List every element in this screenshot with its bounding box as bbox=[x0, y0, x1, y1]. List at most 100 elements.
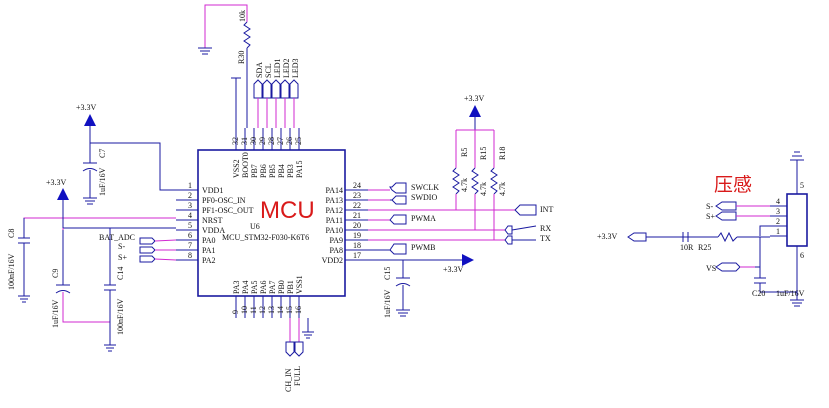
power-arrow-icon bbox=[84, 114, 96, 126]
pin-28-num: 28 bbox=[267, 137, 276, 145]
mcu-bottom-pin-nums: 9 10 11 12 13 14 15 16 bbox=[231, 306, 303, 314]
pin-15-name: PB1 bbox=[286, 280, 295, 294]
pin-21-name: PA11 bbox=[326, 216, 343, 225]
pin-11-name: PA5 bbox=[250, 281, 259, 295]
pin-4-name: NRST bbox=[202, 216, 223, 225]
pressure-sensor: 5 6 4 3 2 1 S- S+ bbox=[706, 151, 808, 270]
net-scl: SCL bbox=[264, 63, 273, 78]
power-label-3: +3.3V bbox=[464, 94, 485, 103]
pin-31-num: 31 bbox=[240, 137, 249, 145]
c15-value: 1uF/16V bbox=[383, 289, 392, 318]
pin-14-name: PB0 bbox=[277, 280, 286, 294]
r30-ref: R30 bbox=[237, 51, 246, 64]
power-label-2: +3.3V bbox=[46, 178, 67, 187]
pin-30-num: 30 bbox=[249, 137, 258, 145]
power-label-4: +3.3V bbox=[443, 265, 464, 274]
power-label-1: +3.3V bbox=[76, 103, 97, 112]
pin-28-name: PB5 bbox=[268, 164, 277, 178]
net-led1: LED1 bbox=[273, 58, 282, 78]
mcu-left-pin-names: VDD1 PF0-OSC_IN PF1-OSC_OUT NRST VDDA PA… bbox=[202, 186, 254, 265]
pin-11-num: 11 bbox=[249, 306, 258, 314]
sensor-pin-6: 6 bbox=[800, 251, 804, 260]
sensor-s-minus: S- bbox=[706, 202, 713, 211]
c7-ref: C7 bbox=[98, 149, 107, 158]
mcu-right-pin-names: PA14 PA13 PA12 PA11 PA10 PA9 PA8 VDD2 bbox=[322, 186, 343, 265]
pin-8-name: PA2 bbox=[202, 256, 216, 265]
net-vs: VS bbox=[706, 264, 716, 273]
mcu-right-pin-nums: 24 23 22 21 20 19 18 17 bbox=[353, 181, 361, 260]
pullup-resistors: +3.3V R5 R15 R18 4.7k 4.7k 4.7k bbox=[452, 94, 507, 240]
pin-7-num: 7 bbox=[188, 241, 192, 250]
net-led3: LED3 bbox=[291, 58, 300, 78]
net-tx: TX bbox=[540, 234, 551, 243]
net-pwmb: PWMB bbox=[411, 243, 435, 252]
pin-29-num: 29 bbox=[258, 137, 267, 145]
r15-ref: R15 bbox=[479, 147, 488, 160]
pin-26-name: PB3 bbox=[286, 164, 295, 178]
power-arrow-icon-3 bbox=[469, 105, 481, 117]
c9-value: 1uF/16V bbox=[51, 299, 60, 328]
pin-3-name: PF1-OSC_OUT bbox=[202, 206, 254, 215]
mcu-top-pin-lines bbox=[235, 128, 300, 150]
pin-16-name: VSS1 bbox=[295, 275, 304, 294]
pin-10-name: PA4 bbox=[241, 281, 250, 295]
pin-10-num: 10 bbox=[240, 306, 249, 314]
sensor-pin-3-num: 3 bbox=[776, 207, 780, 216]
r25-value: 10R bbox=[680, 243, 694, 252]
net-full: FULL bbox=[293, 366, 302, 386]
pin-25-name: PA15 bbox=[295, 161, 304, 179]
pin-22-num: 22 bbox=[353, 201, 361, 210]
pin-24-num: 24 bbox=[353, 181, 361, 190]
c20-value: 1uF/16V bbox=[776, 289, 805, 298]
mcu-top-pin-nums: 32 31 30 29 28 27 26 25 bbox=[231, 137, 303, 145]
pin-7-name: PA1 bbox=[202, 246, 216, 255]
pin-1-num: 1 bbox=[188, 181, 192, 190]
pin-19-num: 19 bbox=[353, 231, 361, 240]
sensor-body bbox=[786, 193, 808, 247]
r25-ref: R25 bbox=[698, 243, 711, 252]
sensor-pin-2-num: 2 bbox=[776, 217, 780, 226]
net-swdio: SWDIO bbox=[411, 193, 437, 202]
pin-17-num: 17 bbox=[353, 251, 361, 260]
pin-19-name: PA9 bbox=[330, 236, 344, 245]
power-arrow-icon-4 bbox=[462, 254, 474, 266]
pin-17-name: VDD2 bbox=[322, 256, 343, 265]
pin-18-num: 18 bbox=[353, 241, 361, 250]
pin-4-num: 4 bbox=[188, 211, 192, 220]
pin-23-name: PA13 bbox=[326, 196, 344, 205]
r18-value: 4.7k bbox=[498, 182, 507, 196]
net-pwma: PWMA bbox=[411, 214, 436, 223]
vdd2-supply: +3.3V C15 1uF/16V bbox=[368, 254, 474, 318]
c15-ref: C15 bbox=[383, 267, 392, 280]
net-ch-in: CH_IN bbox=[284, 368, 293, 392]
pin-2-name: PF0-OSC_IN bbox=[202, 196, 246, 205]
power-arrow-icon-2 bbox=[57, 188, 69, 200]
pin-27-num: 27 bbox=[276, 137, 285, 145]
pin-13-name: PA7 bbox=[268, 281, 277, 295]
sensor-s-plus: S+ bbox=[706, 212, 715, 221]
r18-ref: R18 bbox=[498, 147, 507, 160]
mcu-bottom-pin-lines bbox=[235, 296, 300, 318]
pin-8-num: 8 bbox=[188, 251, 192, 260]
pin-1-name: VDD1 bbox=[202, 186, 223, 195]
pin-14-num: 14 bbox=[276, 306, 285, 314]
net-int: INT bbox=[540, 205, 553, 214]
pin-9-num: 9 bbox=[231, 310, 240, 314]
pin-16-num: 16 bbox=[294, 306, 303, 314]
net-sda: SDA bbox=[255, 62, 264, 78]
sensor-pin-4-num: 4 bbox=[776, 197, 780, 206]
mcu-label: MCU bbox=[260, 197, 315, 224]
pin-6-num: 6 bbox=[188, 231, 192, 240]
pin-13-num: 13 bbox=[267, 306, 276, 314]
pin-21-num: 21 bbox=[353, 211, 361, 220]
right-nets: SWCLK SWDIO INT PWMA RX TX PWMB bbox=[368, 182, 553, 255]
c7-value: 1uF/16V bbox=[98, 167, 107, 196]
r30-resistor bbox=[243, 21, 251, 49]
net-rx: RX bbox=[540, 224, 551, 233]
pin-6-name: PA0 bbox=[202, 236, 216, 245]
mcu-top-pin-names: VSS2 BOOT0 PB7 PB6 PB5 PB4 PB3 PA15 bbox=[232, 152, 304, 178]
power-label-5: +3.3V bbox=[597, 232, 618, 241]
adc-inputs: BAT_ADC S- S+ bbox=[99, 233, 177, 263]
vdd1-supply: +3.3V C7 1uF/16V bbox=[76, 103, 176, 205]
